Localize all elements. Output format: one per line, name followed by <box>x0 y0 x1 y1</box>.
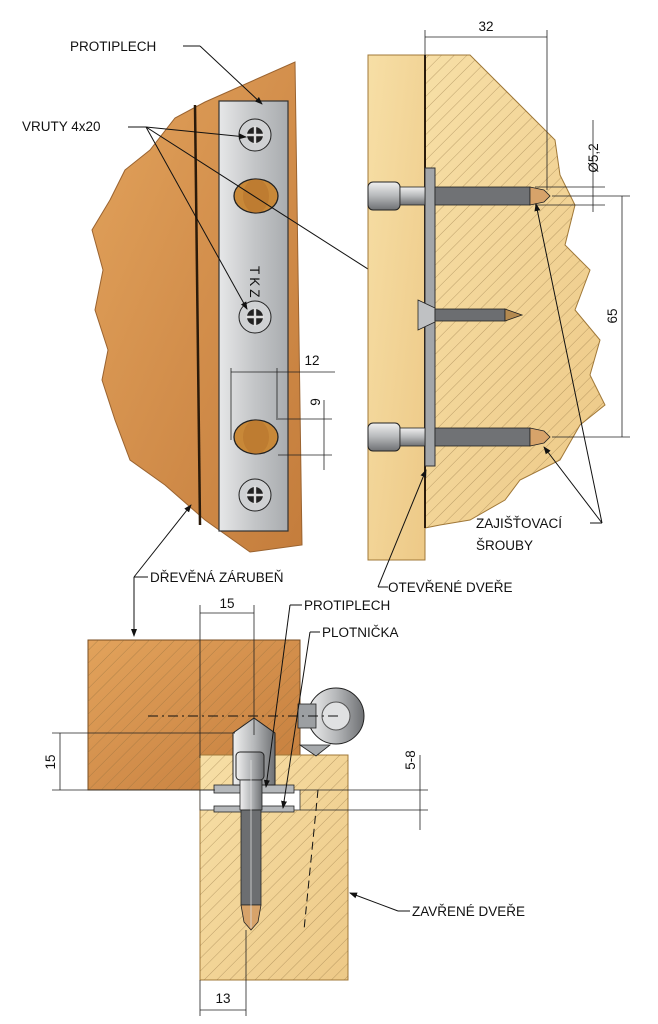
screw-icon <box>238 478 272 512</box>
label-vruty: VRUTY 4x20 <box>22 119 101 134</box>
frame-front-view: TKZ 12 9 PROTIPLECH VRUTY 4x20 <box>22 39 433 553</box>
dim-32: 32 <box>478 19 493 34</box>
dim-5-8: 5-8 <box>403 750 418 770</box>
oval-slot <box>233 419 279 455</box>
dim-12: 12 <box>304 353 319 368</box>
label-otevrene-dvere: OTEVŘENÉ DVEŘE <box>388 580 513 595</box>
label-zavrene-dvere: ZAVŘENÉ DVEŘE <box>412 904 525 919</box>
plate-mark: TKZ <box>247 266 262 301</box>
label-srouby: ŠROUBY <box>476 538 533 553</box>
label-protiplech-bottom: PROTIPLECH <box>304 598 390 613</box>
dim-9: 9 <box>308 398 323 406</box>
closed-door-section: 15 15 5-8 13 PROTIPLECH PLOTNIČKA ZAVŘEN… <box>43 596 525 1016</box>
label-drevena-zarubeh: DŘEVĚNÁ ZÁRUBEŇ <box>150 570 284 585</box>
dim-65: 65 <box>605 308 620 323</box>
label-protiplech-top: PROTIPLECH <box>70 39 156 54</box>
vertical-locking-bolt-icon <box>232 717 276 931</box>
dim-5-2: Ø5,2 <box>586 143 601 172</box>
dim-15-top: 15 <box>219 596 234 611</box>
screw-icon <box>238 118 272 152</box>
screw-icon <box>238 300 272 334</box>
dim-15-left: 15 <box>43 754 58 769</box>
hinge-icon <box>297 687 365 757</box>
locking-bolt-icon <box>367 181 551 211</box>
door-wood-section <box>367 54 426 561</box>
open-door-section: 32 Ø5,2 65 ZAJIŠŤOVACÍ ŠROUBY OTEVŘENÉ D… <box>367 19 630 595</box>
label-plotnicka: PLOTNIČKA <box>322 625 399 640</box>
label-zajistovaci: ZAJIŠŤOVACÍ <box>476 516 562 531</box>
locking-bolt-icon <box>367 422 551 452</box>
dim-13: 13 <box>215 991 230 1006</box>
wood-screw-icon <box>417 299 524 331</box>
